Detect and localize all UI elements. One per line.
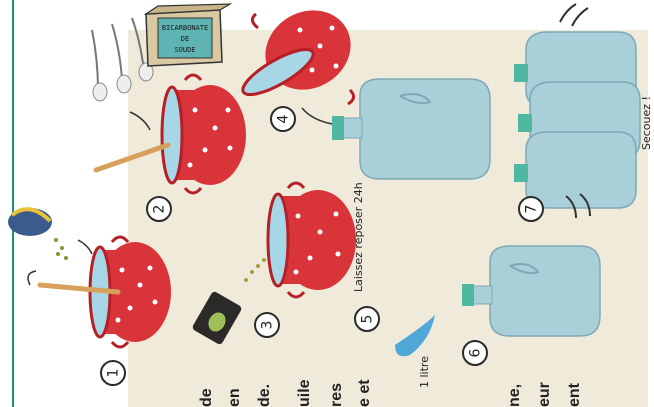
oil-bottle bbox=[191, 258, 266, 346]
step-number-6: 6 bbox=[462, 340, 488, 366]
step-label-4: 4 bbox=[275, 115, 291, 124]
step-label-2: 2 bbox=[151, 205, 167, 214]
baking-soda-box: BICARBONATE DE SOUDE bbox=[146, 4, 230, 66]
rest-note: Laissez reposer 24h bbox=[352, 182, 365, 292]
side-text-5: res bbox=[328, 383, 346, 407]
pot-step-3 bbox=[268, 183, 356, 297]
bottle-step-4 bbox=[332, 79, 490, 179]
seed-jar bbox=[8, 208, 92, 260]
side-text-9: ent bbox=[566, 383, 584, 407]
shake-note: Secouez ! bbox=[640, 96, 653, 150]
bottle-step-6 bbox=[462, 246, 600, 336]
step-number-5: 5 bbox=[354, 306, 380, 332]
step-number-4: 4 bbox=[270, 106, 296, 132]
side-text-7: ne, bbox=[506, 384, 524, 407]
spoons bbox=[92, 18, 153, 130]
step-label-1: 1 bbox=[105, 369, 121, 378]
pot-step-4 bbox=[237, 0, 365, 124]
step-label-3: 3 bbox=[259, 321, 275, 330]
step-label-6: 6 bbox=[467, 349, 483, 358]
stir-arrow bbox=[28, 271, 36, 285]
box-label-2: DE bbox=[181, 35, 189, 43]
step-label-7: 7 bbox=[523, 205, 539, 214]
side-text-1: de bbox=[198, 388, 216, 407]
water-drop bbox=[395, 315, 435, 356]
box-label-3: SOUDE bbox=[174, 46, 195, 54]
side-text-8: eur bbox=[536, 382, 554, 407]
side-text-6: e et bbox=[356, 379, 374, 407]
step-label-5: 5 bbox=[359, 315, 375, 324]
step-number-1: 1 bbox=[100, 360, 126, 386]
pot-step-2 bbox=[96, 75, 246, 193]
liter-note: 1 litre bbox=[418, 356, 431, 388]
step-number-2: 2 bbox=[146, 196, 172, 222]
side-text-4: uile bbox=[296, 379, 314, 407]
box-label-1: BICARBONATE bbox=[162, 24, 208, 32]
bottles-step-7 bbox=[514, 4, 640, 218]
side-text-2: en bbox=[226, 388, 244, 407]
step-number-3: 3 bbox=[254, 312, 280, 338]
step-number-7: 7 bbox=[518, 196, 544, 222]
side-text-3: de. bbox=[256, 384, 274, 407]
